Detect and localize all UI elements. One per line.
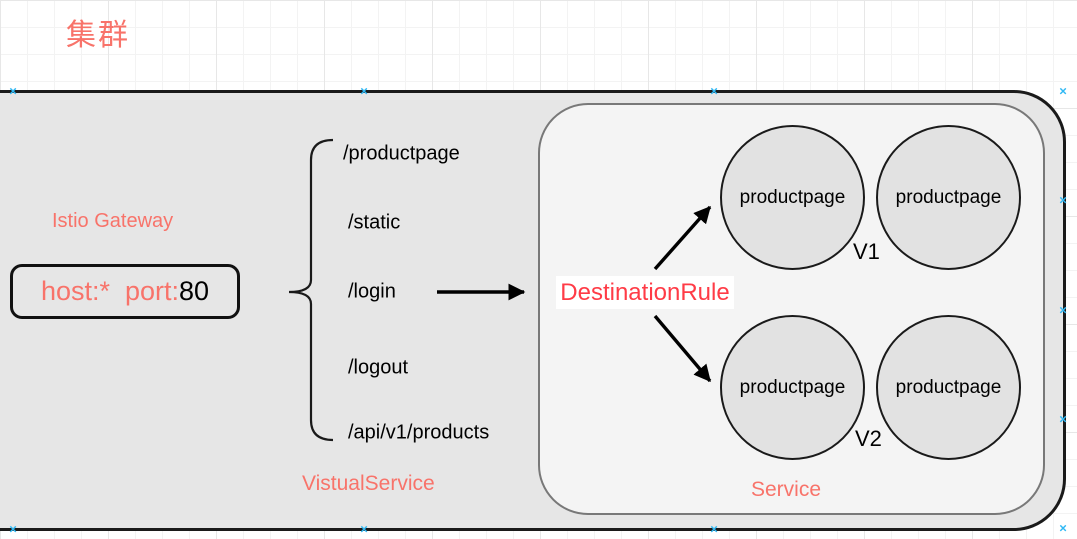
- service-label[interactable]: Service: [751, 478, 822, 501]
- connection-point-icon[interactable]: [9, 85, 17, 98]
- connection-point-icon[interactable]: [710, 523, 718, 536]
- route-logout[interactable]: /logout: [348, 356, 409, 379]
- version-v2-label[interactable]: V2: [855, 426, 882, 451]
- pod-label: productpage: [739, 186, 846, 208]
- pod-circle-v2-b[interactable]: productpage: [876, 315, 1021, 460]
- virtualservice-label[interactable]: VistualService: [302, 472, 435, 495]
- route-api-products[interactable]: /api/v1/products: [348, 421, 490, 444]
- connection-point-icon[interactable]: [1059, 522, 1067, 535]
- connection-point-icon[interactable]: [360, 523, 368, 536]
- istio-gateway-label[interactable]: Istio Gateway: [52, 210, 174, 232]
- pod-label: productpage: [895, 376, 1002, 398]
- destinationrule-label[interactable]: DestinationRule: [556, 276, 734, 309]
- cluster-title[interactable]: 集群: [66, 19, 130, 52]
- connection-point-icon[interactable]: [1059, 304, 1067, 317]
- connection-point-icon[interactable]: [710, 85, 718, 98]
- pod-circle-v1-b[interactable]: productpage: [876, 125, 1021, 270]
- route-productpage[interactable]: /productpage: [343, 142, 460, 165]
- version-v1-label[interactable]: V1: [853, 239, 880, 264]
- connection-point-icon[interactable]: [360, 85, 368, 98]
- host-port-text: host:* port:: [40, 276, 180, 306]
- connection-point-icon[interactable]: [1059, 194, 1067, 207]
- port-value: 80: [179, 276, 210, 306]
- pod-label: productpage: [739, 376, 846, 398]
- connection-point-icon[interactable]: [1059, 413, 1067, 426]
- pod-circle-v2-a[interactable]: productpage: [720, 315, 865, 460]
- connection-point-icon[interactable]: [1059, 85, 1067, 98]
- route-static[interactable]: /static: [348, 211, 401, 234]
- route-login[interactable]: /login: [348, 280, 396, 303]
- connection-point-icon[interactable]: [9, 523, 17, 536]
- gateway-host-box[interactable]: host:* port:80: [10, 264, 240, 319]
- pod-circle-v1-a[interactable]: productpage: [720, 125, 865, 270]
- pod-label: productpage: [895, 186, 1002, 208]
